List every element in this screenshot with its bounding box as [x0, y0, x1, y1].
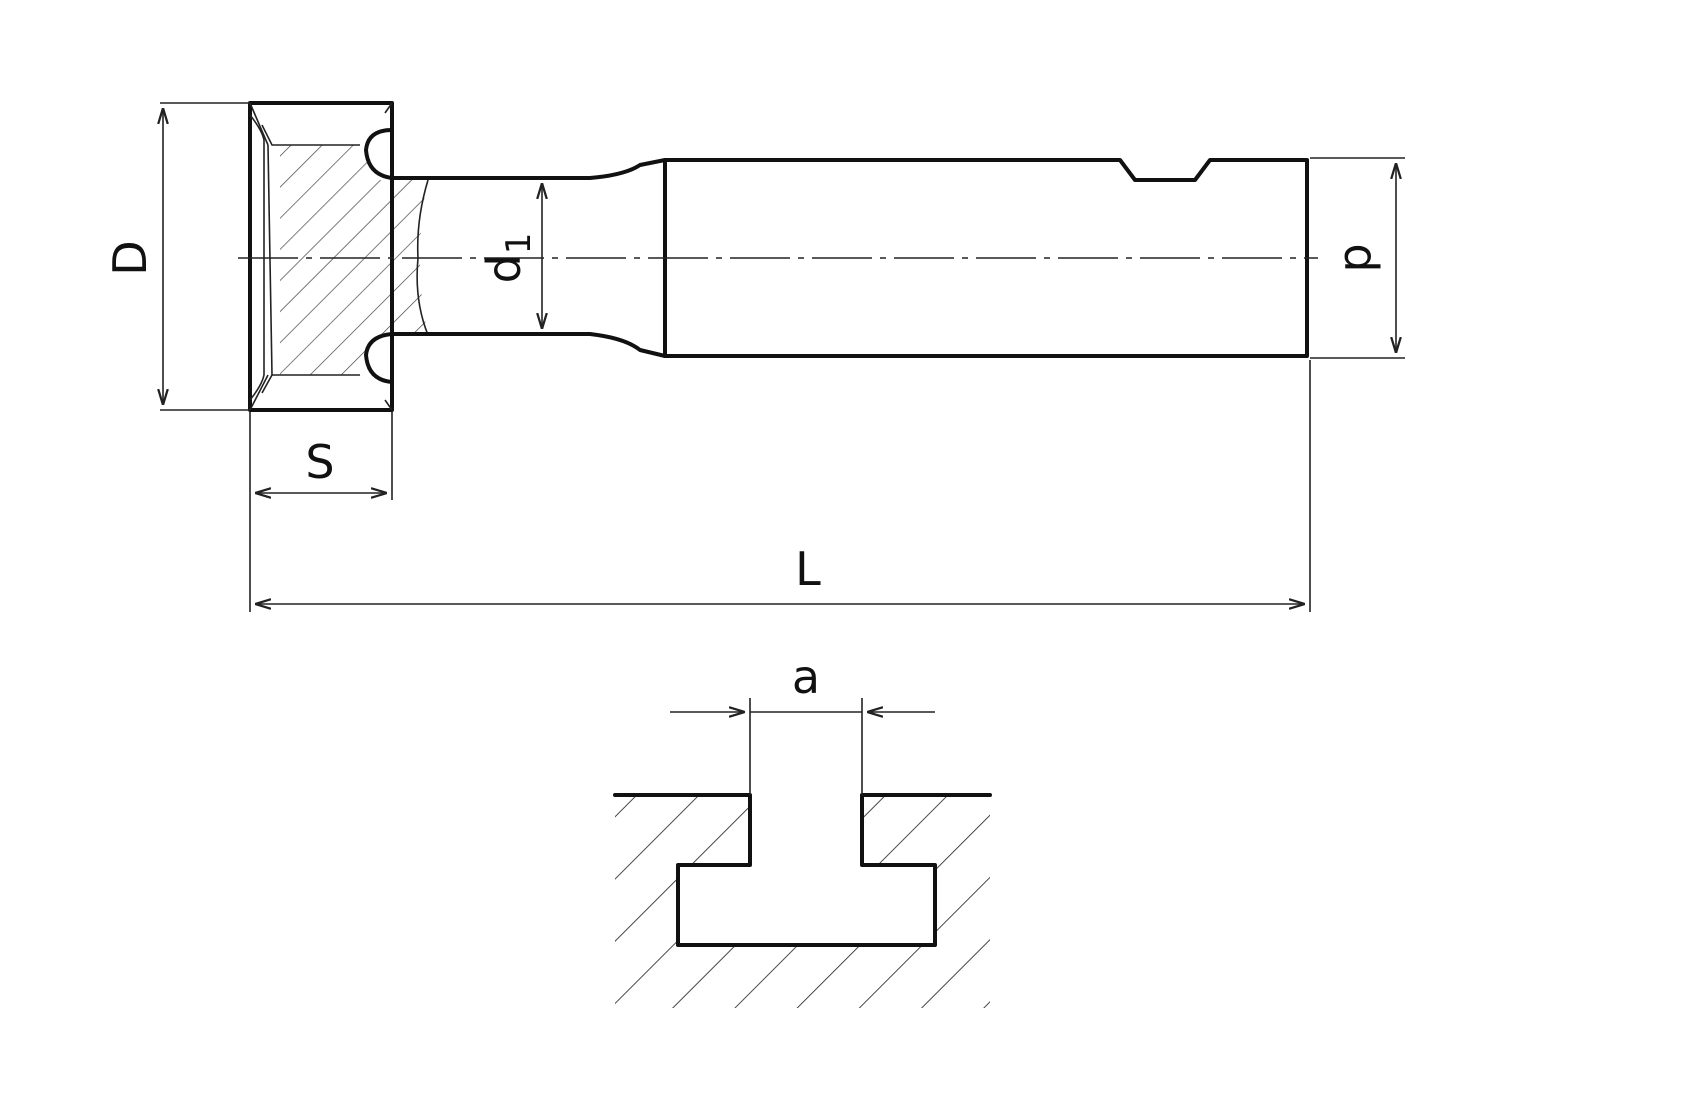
- label-S: S: [305, 435, 334, 489]
- label-d1-sub: 1: [499, 233, 539, 255]
- dimension-L: L: [249, 360, 1311, 612]
- label-d1-base: d: [477, 254, 531, 283]
- cutter-side-view: D d1 d S L: [103, 101, 1405, 612]
- dimension-S: S: [249, 412, 393, 500]
- label-D: D: [103, 240, 157, 275]
- label-a: a: [792, 650, 820, 704]
- slot-outline: [613, 793, 992, 947]
- t-slot-section: a: [613, 650, 992, 1008]
- dimension-D: D: [103, 102, 250, 411]
- slot-material-hatch: [615, 795, 990, 1008]
- cutter-head: [248, 101, 394, 412]
- dimension-d: d: [1310, 157, 1405, 359]
- dimension-d1: d1: [477, 183, 542, 329]
- label-L: L: [795, 542, 821, 596]
- label-d1: d1: [477, 233, 539, 284]
- cutter-shank: [663, 158, 1309, 358]
- cutter-neck: [390, 158, 667, 358]
- dimension-a: a: [670, 650, 935, 795]
- label-d: d: [1334, 243, 1388, 272]
